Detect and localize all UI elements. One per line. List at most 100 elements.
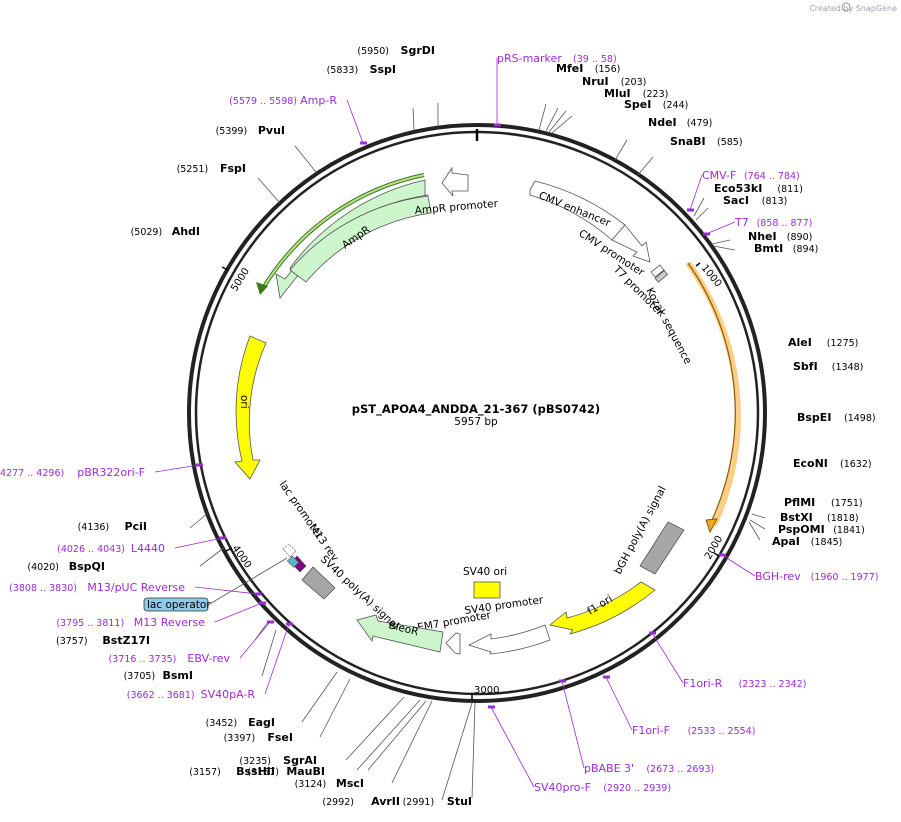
enzyme-name: StuI (447, 795, 472, 808)
primer-name: pBABE 3' (584, 762, 634, 775)
enzyme-position: (585) (717, 137, 743, 148)
enzyme-position: (894) (793, 244, 819, 255)
enzyme-position: (890) (787, 232, 813, 243)
enzyme-site-ahdi[interactable]: AhdI(5029) (131, 225, 244, 241)
enzyme-position: (3757) (56, 636, 88, 647)
primer-name: SV40pA-R (201, 688, 256, 701)
enzyme-position: (2992) (322, 797, 354, 808)
primer-site-m13-reverse[interactable]: M13 Reverse(3795 .. 3811) (56, 601, 266, 630)
primer-mark (603, 675, 610, 679)
enzyme-site-bspei[interactable]: BspEI(1498) (771, 411, 876, 424)
enzyme-site-snabi[interactable]: SnaBI(585) (637, 135, 743, 176)
enzyme-site-saci[interactable]: SacI(813) (695, 194, 787, 221)
enzyme-site-pspomi[interactable]: PspOMI(1841) (749, 519, 865, 536)
primer-site-t7[interactable]: T7(858 .. 877) (703, 216, 812, 236)
primer-range: (2533 .. 2554) (688, 726, 756, 737)
primer-name: pRS-marker (497, 52, 562, 65)
primer-range: (2323 .. 2342) (739, 679, 807, 690)
enzyme-site-msci[interactable]: MscI(3124) (295, 700, 433, 790)
enzyme-name: MluI (604, 87, 631, 100)
enzyme-name: MscI (336, 777, 364, 790)
primer-site-pbabe-3-[interactable]: pBABE 3'(2673 .. 2693) (559, 679, 714, 776)
primer-site-l4440[interactable]: L4440 (4026 .. 4043) (57, 536, 226, 556)
enzyme-name: MauBI (286, 765, 325, 778)
enzyme-position: (5251) (177, 164, 209, 175)
primer-site-pbr322ori-f[interactable]: pBR322ori-F(4277 .. 4296) (0, 463, 203, 480)
primer-site-cmv-f[interactable]: CMV-F(764 .. 784) (687, 169, 800, 212)
primer-mark (649, 631, 656, 635)
primer-site-prs-marker[interactable]: pRS-marker(39 .. 58) (494, 52, 617, 127)
primer-mark (559, 679, 566, 683)
primer-range: (2920 .. 2939) (603, 783, 671, 794)
feature-label-ori: ori (238, 395, 250, 409)
primer-site-f1ori-f[interactable]: F1ori-F (2533 .. 2554) (603, 675, 756, 738)
enzyme-name: BstXI (780, 511, 813, 524)
enzyme-name: MfeI (556, 62, 583, 75)
enzyme-site-sspi[interactable]: SspI(5833) (327, 63, 415, 131)
enzyme-site-sgrdi[interactable]: SgrDI(5950) (357, 44, 439, 127)
enzyme-site-econi[interactable]: EcoNI(1632) (766, 457, 872, 470)
enzyme-name: Eco53kI (714, 182, 762, 195)
enzyme-site-fsei[interactable]: FseI(3397) (224, 678, 351, 744)
enzyme-site-bspqi[interactable]: BspQI(4020) (27, 546, 226, 573)
enzyme-site-mfei[interactable]: MfeI (156) (538, 62, 621, 131)
primer-range: (3716 .. 3735) (109, 654, 177, 665)
enzyme-name: PciI (125, 520, 147, 533)
enzyme-position: (5950) (357, 46, 389, 57)
enzyme-site-eco53ki[interactable]: Eco53kI (811) (693, 182, 803, 217)
primer-site-f1ori-r[interactable]: F1ori-R(2323 .. 2342) (649, 631, 807, 691)
enzyme-site-ndei[interactable]: NdeI(479) (614, 116, 712, 161)
primer-site-bgh-rev[interactable]: BGH-rev(1960 .. 1977) (719, 553, 878, 584)
enzyme-name: FseI (267, 731, 293, 744)
enzyme-site-apai[interactable]: ApaI(1845) (748, 521, 842, 548)
feature-bgh-polya (639, 521, 685, 575)
primer-range: (3808 .. 3830) (9, 583, 77, 594)
enzyme-site-bmti[interactable]: BmtI(894) (712, 242, 819, 255)
enzyme-site-sgrai[interactable]: SgrAI(3235) (239, 696, 405, 767)
primer-mark (687, 208, 694, 212)
enzyme-site-sbfi[interactable]: SbfI(1348) (768, 360, 863, 373)
primer-site-amp-r[interactable]: Amp-R(5579 .. 5598) (229, 94, 367, 145)
enzyme-position: (2991) (403, 797, 435, 808)
enzyme-position: (3157) (189, 767, 221, 778)
tick-3000: 3000 (474, 685, 499, 696)
enzyme-position: (1348) (832, 362, 864, 373)
backbone-outer (187, 123, 767, 703)
primer-site-sv40pa-r[interactable]: SV40pA-R(3662 .. 3681) (127, 622, 293, 702)
insert-arc (685, 261, 741, 527)
enzyme-site-nhei[interactable]: NheI(890) (711, 230, 813, 245)
enzyme-position: (156) (595, 64, 621, 75)
enzyme-site-avrii[interactable]: AvrII (2992) (322, 702, 473, 808)
enzyme-position: (4020) (27, 562, 59, 573)
enzyme-position: (811) (777, 184, 803, 195)
enzyme-name: SspI (370, 63, 396, 76)
primer-name: F1ori-F (632, 724, 670, 737)
primer-name: SV40pro-F (534, 781, 591, 794)
enzyme-site-bsmi[interactable]: BsmI(3705) (124, 629, 277, 682)
enzyme-site-pflmi[interactable]: PflMI(1751) (758, 494, 863, 509)
enzyme-site-maubi[interactable]: MauBI(3157) (247, 700, 427, 778)
enzyme-site-alei[interactable]: AleI(1275) (763, 336, 858, 349)
lac-operator-label: lac operator (147, 599, 211, 611)
primer-mark (488, 705, 495, 709)
enzyme-site-mlui[interactable]: MluI(223) (548, 87, 668, 133)
primer-site-ebv-rev[interactable]: EBV-rev(3716 .. 3735) (109, 620, 274, 666)
enzyme-site-stui[interactable]: StuI (2991) (403, 702, 476, 808)
primer-name: L4440 (131, 542, 165, 555)
enzyme-site-pvui[interactable]: PvuI(5399) (216, 124, 317, 173)
enzyme-position: (1632) (840, 459, 872, 470)
enzyme-site-pcii[interactable]: PciI(4136) (78, 512, 209, 533)
enzyme-name: AvrII (371, 795, 400, 808)
primer-site-sv40pro-f[interactable]: SV40pro-F (2920 .. 2939) (488, 705, 671, 795)
primer-range: (4026 .. 4043) (57, 544, 125, 555)
enzyme-site-bsshii[interactable]: BssHII(3157) (189, 699, 421, 778)
primer-site-m13-puc-reverse[interactable]: M13/pUC Reverse(3808 .. 3830) (9, 581, 262, 596)
enzyme-site-bstxi[interactable]: BstXI(1818) (751, 511, 859, 524)
enzyme-site-spei[interactable]: SpeI(244) (551, 98, 689, 134)
enzyme-site-fspi[interactable]: FspI(5251) (177, 162, 281, 204)
enzyme-position: (244) (663, 100, 689, 111)
enzyme-position: (1751) (831, 498, 863, 509)
enzyme-name: NdeI (648, 116, 677, 129)
enzyme-site-eagi[interactable]: EagI(3452) (206, 671, 338, 729)
enzyme-site-nrui[interactable]: NruI(203) (545, 75, 646, 132)
